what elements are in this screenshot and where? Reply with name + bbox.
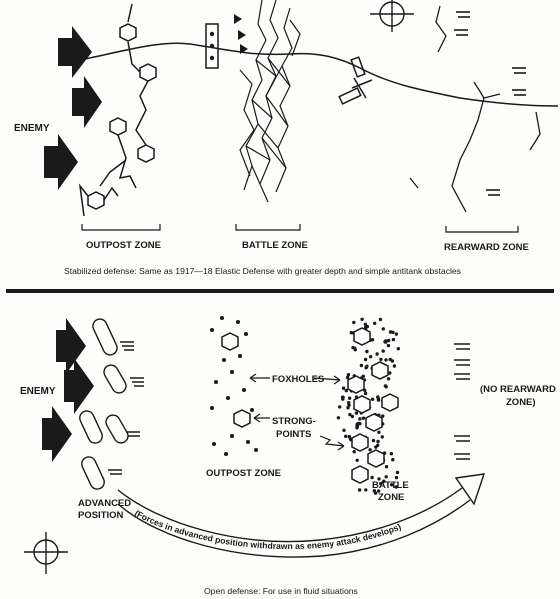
strongpoint-hexagon <box>109 117 127 136</box>
callout-pointers <box>249 373 345 451</box>
enemy-arrow <box>58 26 92 78</box>
stabilized-defense-panel: ENEMY <box>14 0 559 276</box>
strongpoint-hexagon <box>347 375 365 394</box>
strongpoint-hexagon <box>367 449 385 468</box>
withdrawal-note: (Forces in advanced position withdrawn a… <box>133 508 403 551</box>
rearward-unit-marks <box>454 11 526 196</box>
battle-zone-label-bottom: BATTLE <box>372 480 409 491</box>
crosshair-icon <box>24 532 68 574</box>
advanced-unit-marks <box>108 341 144 475</box>
battle-zone-label-bottom: ZONE <box>378 492 404 503</box>
enemy-arrows-top <box>44 26 102 190</box>
road-block-marker <box>338 56 373 105</box>
foxholes-label: FOXHOLES <box>272 374 324 385</box>
strongpoint-hexagon <box>371 361 389 380</box>
capsule-unit <box>103 364 127 394</box>
strongpoint-hexagon <box>137 144 155 163</box>
battle-zone-trenches <box>239 0 301 203</box>
rearward-zone <box>409 5 541 213</box>
outpost-foxholes <box>210 316 258 456</box>
crosshair-icon <box>370 0 414 32</box>
outpost-strongpoints <box>78 3 157 217</box>
rear-unit-marks-bottom <box>454 343 470 460</box>
strongpoints-label: POINTS <box>276 429 311 440</box>
panel-divider <box>6 289 554 293</box>
strongpoint-hexagon <box>381 393 399 412</box>
enemy-arrow <box>44 134 78 190</box>
outpost-trench <box>78 183 119 217</box>
enemy-arrow <box>72 76 102 128</box>
strongpoint-hexagon <box>353 327 371 346</box>
outpost-trench <box>99 159 127 187</box>
advanced-position-label: ADVANCED <box>78 498 131 509</box>
withdrawal-note-path: (Forces in advanced position withdrawn a… <box>133 508 403 551</box>
no-rearward-zone-label: ZONE) <box>506 397 536 408</box>
strongpoint-hexagon <box>351 433 369 452</box>
advanced-position-units <box>79 318 129 490</box>
enemy-arrow <box>56 318 86 374</box>
strongpoint-hexagon <box>233 409 251 428</box>
zone-brackets-top <box>81 224 519 233</box>
antitank-obstacles <box>205 14 373 105</box>
outpost-strongpoint-hexagons <box>221 332 251 428</box>
strongpoint-hexagon <box>221 332 239 351</box>
outpost-trench <box>117 134 137 189</box>
top-caption: Stabilized defense: Same as 1917—18 Elas… <box>64 266 461 276</box>
withdrawal-arrow <box>117 473 486 558</box>
strongpoint-hexagon <box>87 191 105 210</box>
outpost-trench <box>135 80 149 146</box>
strongpoint-hexagon <box>353 395 371 414</box>
enemy-label: ENEMY <box>14 123 50 134</box>
obstacle-triangle <box>234 14 248 54</box>
outpost-zone-label: OUTPOST ZONE <box>86 240 161 251</box>
capsule-unit <box>81 456 105 490</box>
enemy-arrows-bottom <box>42 318 94 462</box>
obstacle-block <box>205 23 219 69</box>
advanced-position-label: POSITION <box>78 510 124 521</box>
outpost-zone-label-bottom: OUTPOST ZONE <box>206 468 281 479</box>
capsule-unit <box>105 414 129 444</box>
front-line <box>79 42 559 107</box>
battle-zone-strongpoints <box>347 327 399 484</box>
outpost-trench <box>127 3 141 73</box>
no-rearward-zone-label: (NO REARWARD <box>480 384 556 395</box>
battle-zone-label: BATTLE ZONE <box>242 240 308 251</box>
strongpoint-hexagon <box>365 413 383 432</box>
strongpoints-label: STRONG- <box>272 416 316 427</box>
strongpoint-hexagon <box>119 23 137 42</box>
strongpoint-hexagon <box>139 63 157 82</box>
rearward-zone-label: REARWARD ZONE <box>444 242 529 253</box>
strongpoint-hexagon <box>351 465 369 484</box>
enemy-arrow <box>64 358 94 414</box>
capsule-unit <box>92 318 118 356</box>
enemy-arrow <box>42 406 72 462</box>
open-defense-panel: ENEMY ADVANCED POSITION <box>20 316 556 596</box>
capsule-unit <box>79 410 103 444</box>
bottom-caption: Open defense: For use in fluid situation… <box>204 586 358 596</box>
enemy-label-bottom: ENEMY <box>20 386 56 397</box>
